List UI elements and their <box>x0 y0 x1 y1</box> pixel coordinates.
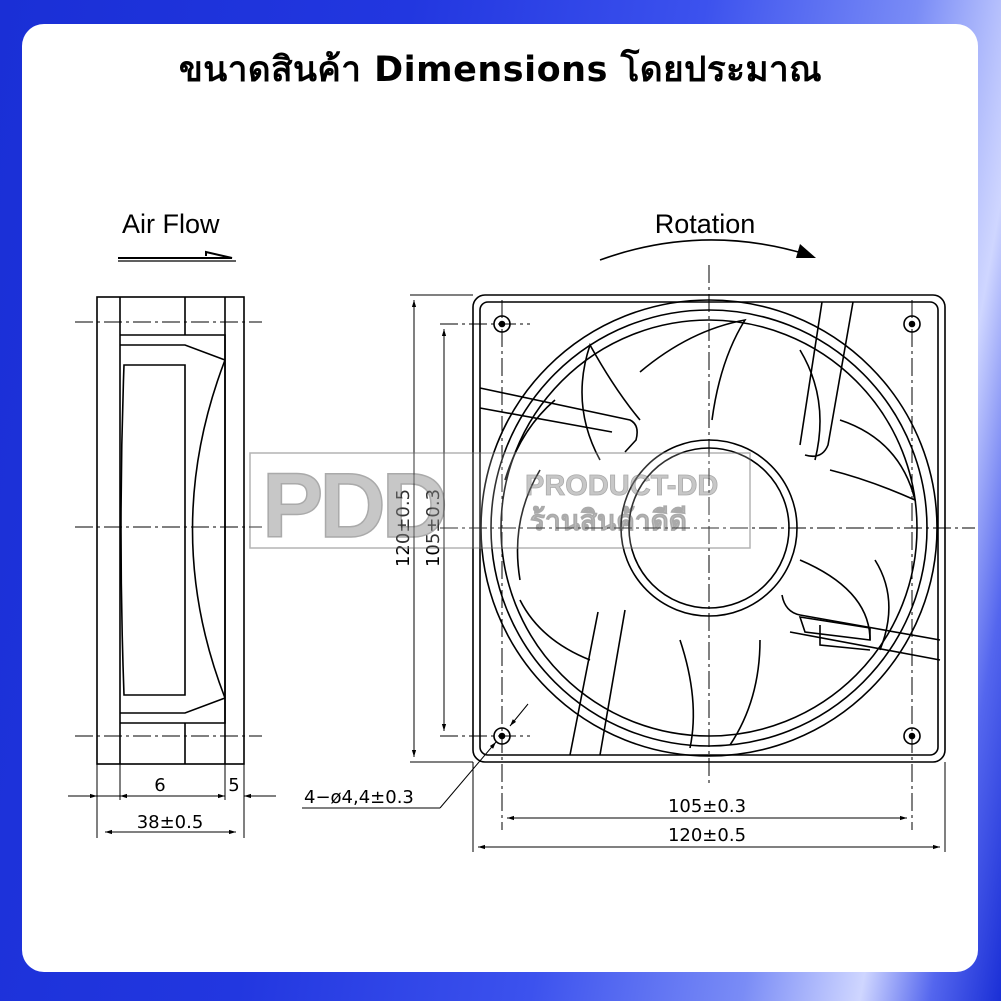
watermark-logo: PDD <box>262 455 445 557</box>
dim-width: 120±0.5 <box>668 825 746 846</box>
dim-hole-spacing-h: 105±0.3 <box>668 796 746 817</box>
watermark-brand-thai: ร้านสินค้าดีดี <box>530 504 687 537</box>
dim-holes: 4−ø4,4±0.3 <box>304 787 414 808</box>
front-view <box>302 265 975 852</box>
air-flow-arrow <box>118 250 233 259</box>
air-flow-label: Air Flow <box>122 209 220 239</box>
watermark-brand: PRODUCT-DD <box>525 470 718 502</box>
content-card <box>22 24 978 972</box>
rotation-label: Rotation <box>655 209 756 239</box>
dim-right-inset: 5 <box>228 775 239 796</box>
dim-left-inset: 6 <box>154 775 165 796</box>
page-title: ขนาดสินค้า Dimensions โดยประมาณ <box>178 50 823 90</box>
watermark: PDD PRODUCT-DD ร้านสินค้าดีดี <box>249 452 751 558</box>
rotation-arrow <box>599 239 813 261</box>
dim-depth: 38±0.5 <box>137 812 204 833</box>
side-view <box>68 296 276 838</box>
